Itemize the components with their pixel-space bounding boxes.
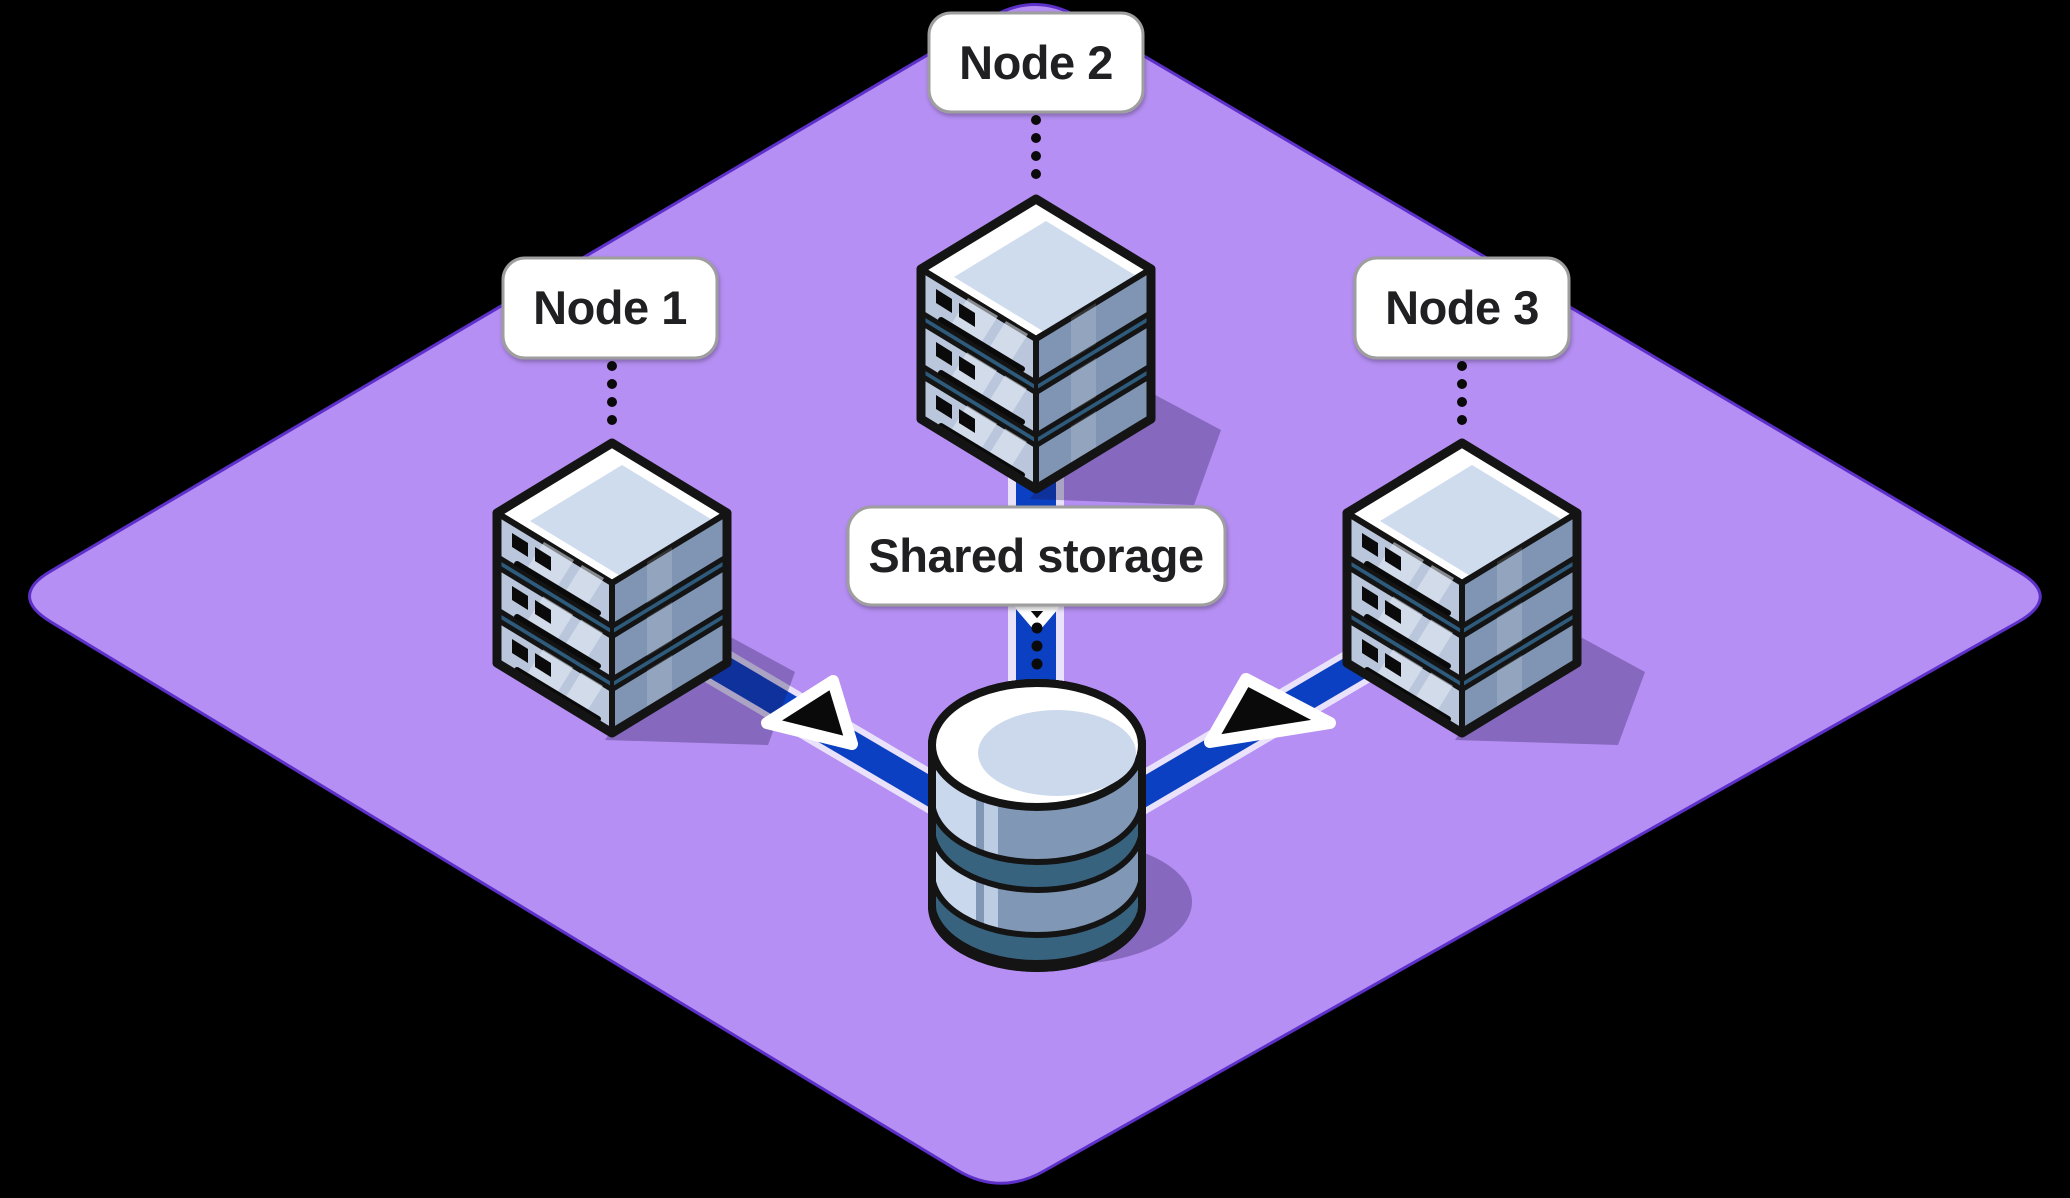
dotted-connectors <box>607 115 1467 688</box>
node-1-label: Node 1 <box>501 256 719 360</box>
shared-storage-label-text: Shared storage <box>868 529 1203 582</box>
labels: Node 1 Node 2 Node 3 Shared storage <box>501 11 1571 607</box>
node-3-label: Node 3 <box>1353 256 1571 360</box>
node-2-label-text: Node 2 <box>959 36 1113 89</box>
node-1-label-text: Node 1 <box>533 281 687 334</box>
arrowheads <box>761 601 1336 750</box>
arrowhead-node3-icon <box>1204 673 1336 748</box>
node-2-label: Node 2 <box>927 11 1145 114</box>
shared-storage-label: Shared storage <box>846 505 1227 607</box>
arrowhead-node1-icon <box>761 675 858 750</box>
database-cylinder-icon <box>928 679 1146 980</box>
node-3-label-text: Node 3 <box>1385 281 1539 334</box>
